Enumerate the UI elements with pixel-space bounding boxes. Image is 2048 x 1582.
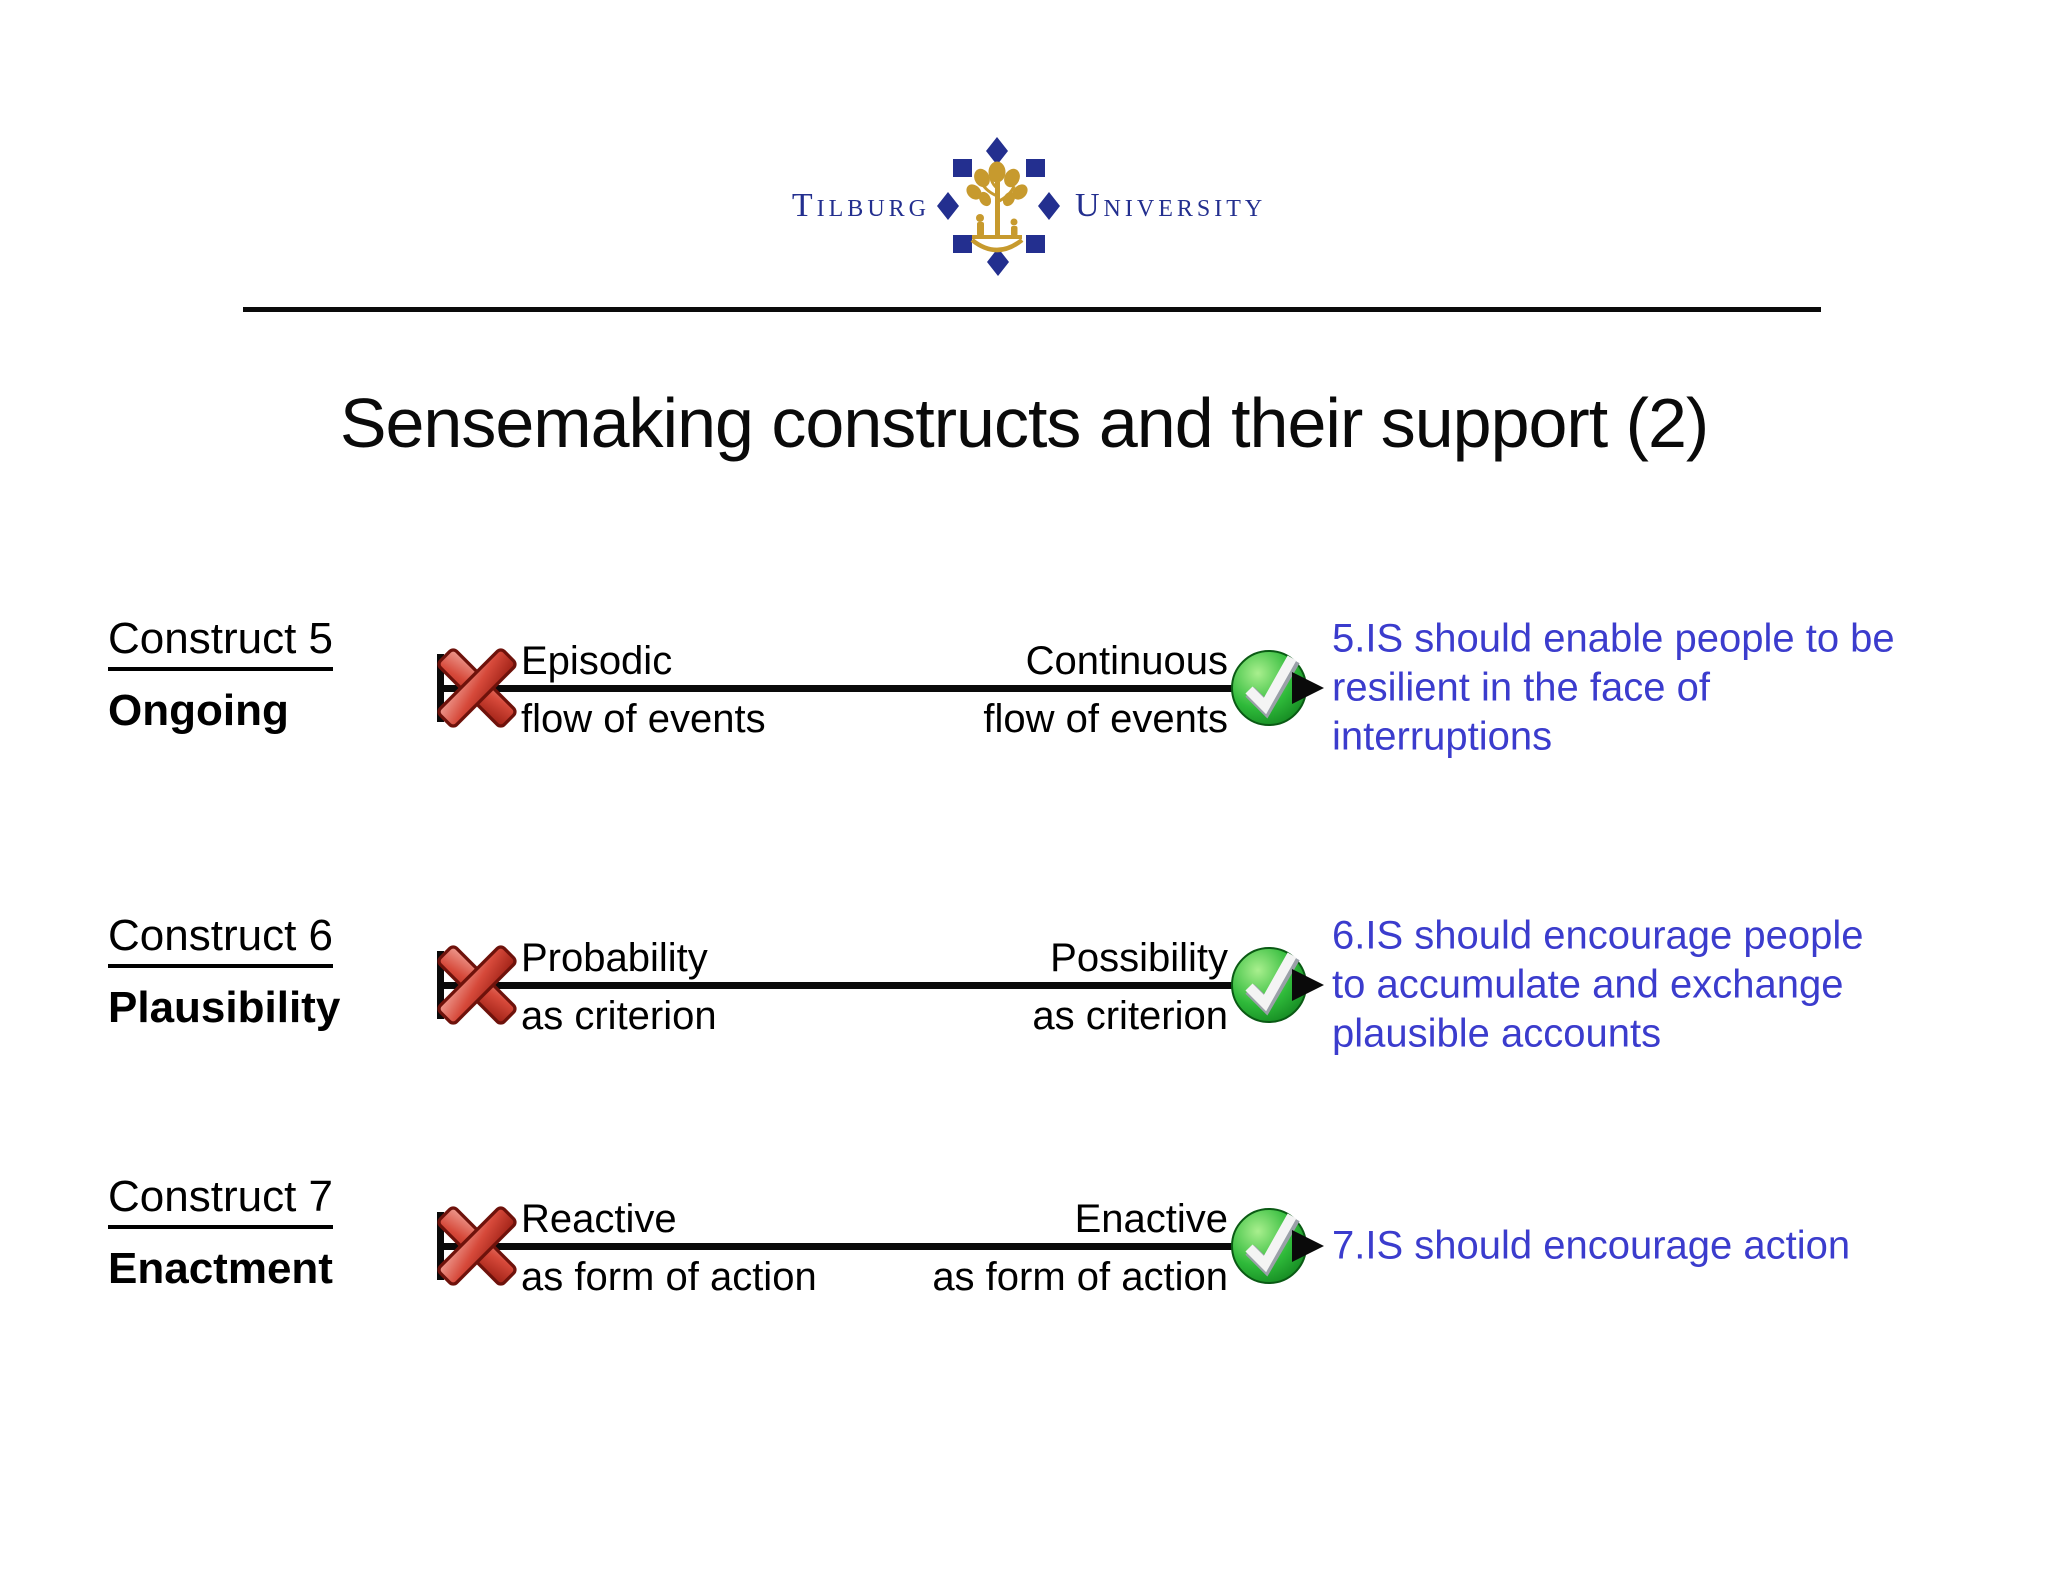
red-x-icon: [437, 1206, 517, 1286]
construct-dimension: Plausibility: [108, 983, 341, 1032]
green-check-icon: [1231, 1208, 1307, 1284]
emblem-diamond-right: [1038, 192, 1060, 220]
left-pole-bottom: as form of action: [521, 1255, 817, 1299]
construct-label: Construct 7 Enactment: [108, 1171, 333, 1295]
arrow-right-head-icon: [1292, 672, 1324, 704]
support-statement: 6.IS should encourage people to accumula…: [1332, 913, 1864, 1056]
tilburg-emblem-icon: [937, 137, 1060, 276]
red-x-icon: [437, 945, 517, 1025]
right-pole-top: Continuous: [1025, 639, 1228, 683]
construct-dimension: Ongoing: [108, 686, 289, 735]
left-pole-top: Episodic: [521, 639, 673, 683]
page-title: Sensemaking constructs and their support…: [339, 384, 1709, 462]
support-statement: 7.IS should encourage action: [1332, 1223, 1851, 1268]
construct-number: Construct 5: [108, 613, 333, 671]
logo-word-tilburg: Tilburg: [791, 187, 930, 224]
construct-number: Construct 7: [108, 1171, 333, 1229]
continuum-line: [440, 1243, 1296, 1250]
right-pole-bottom: as criterion: [1032, 994, 1228, 1038]
left-pole-bottom: flow of events: [521, 697, 766, 741]
arrow-right-head-icon: [1292, 969, 1324, 1001]
right-pole-top: Possibility: [1050, 936, 1228, 980]
right-pole-bottom: flow of events: [983, 697, 1228, 741]
continuum-start-tick: [437, 951, 444, 1019]
support-statement: 5.IS should enable people to be resilien…: [1332, 616, 1895, 759]
emblem-diamond-bottom: [987, 248, 1009, 276]
right-pole-bottom: as form of action: [932, 1255, 1228, 1299]
continuum-start-tick: [437, 1212, 444, 1280]
red-x-icon: [437, 648, 517, 728]
emblem-square-bottom-right: [1026, 235, 1045, 253]
construct-dimension: Enactment: [108, 1244, 333, 1293]
emblem-gold-tree: [966, 161, 1028, 253]
construct-label: Construct 5 Ongoing: [108, 613, 333, 737]
construct-number: Construct 6: [108, 910, 333, 968]
left-pole-bottom: as criterion: [521, 994, 717, 1038]
construct-label: Construct 6 Plausibility: [108, 910, 340, 1034]
left-pole-top: Reactive: [521, 1197, 677, 1241]
green-check-icon: [1231, 650, 1307, 726]
emblem-diamond-top: [986, 137, 1008, 165]
continuum-line: [440, 982, 1296, 989]
left-pole-top: Probability: [521, 936, 708, 980]
right-pole-top: Enactive: [1074, 1197, 1228, 1241]
emblem-square-bottom-left: [953, 235, 972, 253]
emblem-square-top-right: [1026, 159, 1045, 177]
arrow-right-head-icon: [1292, 1230, 1324, 1262]
continuum-start-tick: [437, 654, 444, 722]
header-divider-line: [243, 307, 1821, 312]
continuum-line: [440, 685, 1296, 692]
emblem-square-top-left: [953, 159, 972, 177]
logo-word-university: University: [1075, 187, 1267, 224]
emblem-diamond-left: [937, 192, 959, 220]
green-check-icon: [1231, 947, 1307, 1023]
